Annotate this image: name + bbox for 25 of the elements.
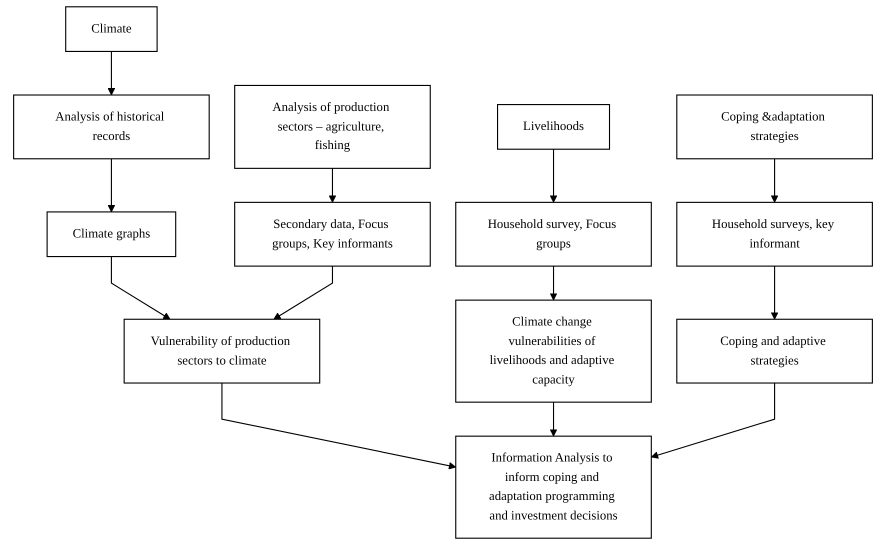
arrow (550, 149, 558, 203)
node-box: Household surveys, key informant (676, 202, 873, 267)
node-box: Climate graphs (46, 211, 176, 258)
arrow (273, 266, 334, 320)
node-box: Climate (65, 6, 158, 52)
node-box: Vulnerability of production sectors to climate (124, 318, 320, 384)
node-box: Secondary data, Focus groups, Key informants (234, 202, 431, 267)
arrow (110, 256, 170, 320)
arrow (108, 51, 116, 96)
arrow (550, 266, 558, 300)
arrow (550, 402, 558, 436)
arrow (770, 158, 778, 203)
arrow (328, 168, 336, 203)
node-box: Coping and adaptive strategies (676, 318, 873, 384)
node-box: Analysis of historical records (13, 94, 210, 160)
node-box: Household survey, Focus groups (455, 202, 652, 267)
node-box: Climate change vulnerabilities of livelihoods and adaptive capacity (455, 300, 652, 403)
node-box: Information Analysis to inform coping and adaptation programming and investment decisions (455, 436, 652, 539)
node-box: Livelihoods (497, 104, 610, 150)
arrow (770, 266, 778, 320)
node-box: Analysis of production sectors – agriculture, fishing (234, 84, 431, 169)
node-box: Coping &adaptation strategies (676, 94, 873, 160)
arrow (221, 383, 456, 470)
arrow (650, 383, 776, 459)
arrow (108, 158, 116, 212)
